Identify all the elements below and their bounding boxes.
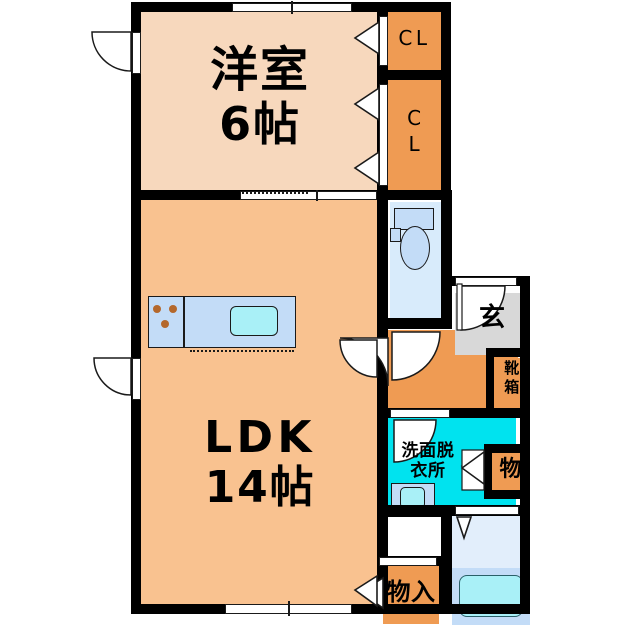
- shoe-cabinet-label-1: 靴: [504, 359, 520, 377]
- storage-closet-door-strip[interactable]: [379, 557, 437, 566]
- wall-storage-small-top: [484, 444, 530, 453]
- entrance-label: 玄: [478, 303, 507, 333]
- bedroom-ldk-sliding-doors[interactable]: [240, 191, 377, 200]
- closet-upper-label: CL: [398, 26, 431, 50]
- ldk-bottom-window-mull: [288, 601, 290, 616]
- storage-closet: [383, 566, 439, 624]
- kitchen-counter-front-line: [190, 350, 294, 352]
- wall-shoe-cabinet-left: [486, 348, 494, 408]
- wall-ldk-right: [377, 190, 388, 614]
- closet-lower-door-strip[interactable]: [379, 84, 388, 186]
- wall-shoe-cabinet-top: [486, 348, 530, 357]
- ldk-size-label: 14帖: [204, 462, 316, 513]
- storage-small-label: 物: [499, 457, 523, 482]
- closet-lower-label-c: C: [407, 106, 422, 130]
- ldk-label: LDK: [204, 412, 316, 463]
- wall-between-closets: [377, 70, 451, 80]
- toilet-flush-lever: [390, 228, 401, 242]
- storage-closet-label: 物入: [386, 578, 436, 606]
- hallway-upper-strip: [388, 330, 448, 408]
- wall-washroom-lower-left: [377, 505, 388, 565]
- closet-upper: [388, 12, 441, 70]
- closet-lower-label-l: L: [408, 132, 421, 156]
- ldk-entry-door-left: [93, 357, 132, 396]
- wall-hallway-washroom: [377, 408, 530, 418]
- sliding-door-track: [242, 192, 308, 194]
- room-ldk: [141, 200, 377, 604]
- toilet-bowl: [400, 226, 430, 270]
- washroom-label-1: 洗面脱: [401, 441, 455, 461]
- ldk-door-opening[interactable]: [132, 358, 141, 400]
- sliding-door-mull: [316, 190, 318, 201]
- closet-lower: [388, 80, 441, 190]
- wall-storage-small-bottom: [484, 490, 530, 499]
- wall-toilet-bottom: [377, 318, 452, 329]
- stove-burner-1: [153, 305, 161, 313]
- shoe-cabinet-label-2: 箱: [504, 378, 520, 396]
- stove-burner-3: [161, 320, 169, 328]
- washroom-door-strip[interactable]: [390, 409, 450, 418]
- kitchen-sink-basin: [230, 306, 278, 336]
- bedroom-size-label: 6帖: [219, 97, 301, 151]
- bedroom-entry-door-left: [91, 31, 132, 72]
- closet-upper-door-strip[interactable]: [379, 16, 388, 66]
- wall-storage-closet-right: [439, 556, 449, 614]
- bathroom-door-strip[interactable]: [455, 506, 519, 515]
- wall-left-outer: [131, 2, 141, 614]
- entrance-front-door-strip[interactable]: [455, 277, 517, 286]
- bedroom-label: 洋室: [210, 42, 310, 98]
- wall-washroom-bottom: [377, 505, 452, 517]
- washroom-label-2: 衣所: [410, 461, 446, 481]
- bedroom-top-window-mull: [291, 1, 293, 14]
- room-bedroom: [141, 12, 377, 190]
- wall-right-closet: [441, 2, 451, 200]
- wall-storage-small-left: [484, 444, 492, 492]
- wall-toilet-right: [441, 190, 452, 328]
- stove-burner-2: [169, 305, 177, 313]
- wall-vestibule-left: [441, 276, 452, 328]
- bedroom-door-opening[interactable]: [132, 32, 141, 74]
